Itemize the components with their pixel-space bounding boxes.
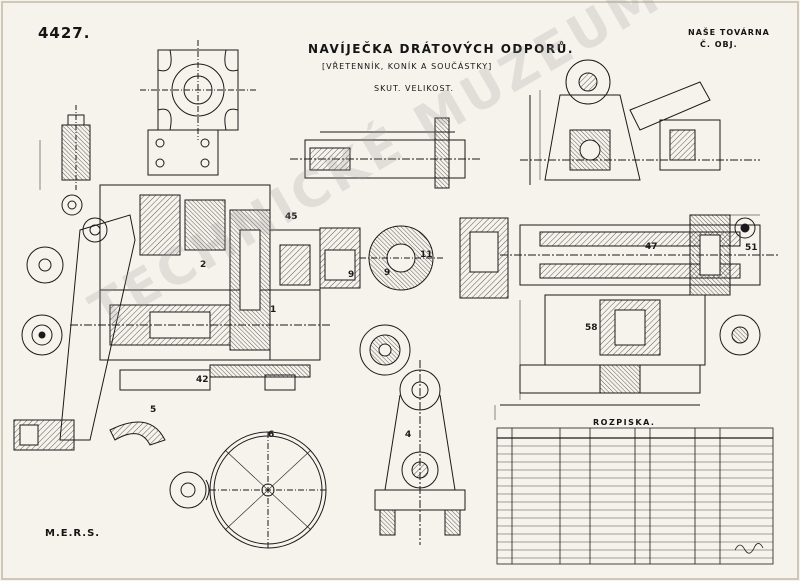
maker-mark: M.E.R.S. [45,528,101,539]
drawing-title: NAVÍJEČKA DRÁTOVÝCH ODPORŮ. [308,42,574,56]
part-label: 1 [270,305,277,315]
tailstock-frame [374,360,466,545]
center-block [319,217,509,376]
part-label: 58 [585,323,598,333]
headstock-assembly [59,184,330,441]
part-label: 51 [745,243,758,253]
part-label: 4 [405,430,412,440]
dimension-lines [39,90,760,420]
part-label: 45 [285,212,298,222]
drawing-subtitle: [VŘETENNÍK, KONÍK A SOUČÁSTKY] [322,62,493,71]
part-label: 42 [196,375,209,385]
left-detail-parts [13,105,219,451]
drawing-number: 4427. [38,24,91,42]
parts-list-title: ROZPISKA. [593,418,656,427]
signature [734,543,764,554]
part-label: 6 [268,430,275,440]
gear-disc [169,431,327,549]
part-label: 5 [150,405,157,415]
bracket-detail [109,421,166,446]
scale-note: SKUT. VELIKOST. [374,84,454,93]
factory-number-label: Č. OBJ. [700,40,738,49]
part-label: 47 [645,242,658,252]
flange-top-view [140,40,256,140]
part-label: 9 [348,270,355,280]
part-label: 9 [384,268,391,278]
shaft-section [290,117,480,189]
part-label: 11 [420,250,433,260]
factory-label: NAŠE TOVÁRNA [688,28,770,37]
part-label: 2 [200,260,207,270]
spindle-assembly [500,214,780,406]
lever-frame [520,59,760,185]
parts-list-table [496,427,774,565]
